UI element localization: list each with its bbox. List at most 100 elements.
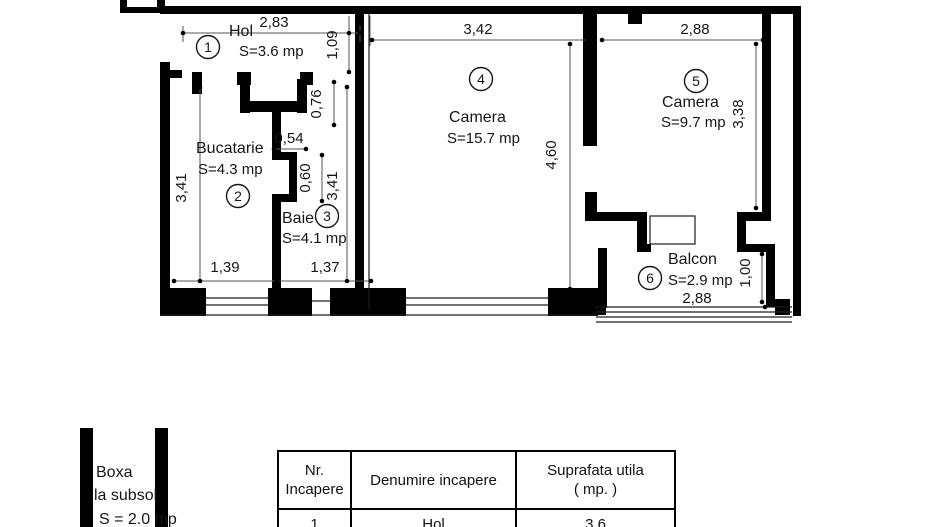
wall-segment xyxy=(737,244,775,252)
table-header-denumire: Denumire incapere xyxy=(352,452,517,508)
wall-shaft xyxy=(240,79,250,113)
table-header-nr: Nr. Incapere xyxy=(279,452,352,508)
row-nr: 1 xyxy=(310,516,319,527)
room-number: 5 xyxy=(692,73,700,89)
wall-segment xyxy=(170,70,182,78)
boxa-area: S = 2.0 mp xyxy=(99,511,177,527)
wall-top xyxy=(160,6,800,14)
wall-camera5-right xyxy=(762,6,771,214)
wall-divider xyxy=(272,152,297,160)
wall-pier xyxy=(548,288,598,316)
room-name-camera4: Camera xyxy=(449,109,506,126)
room-number-circle xyxy=(468,66,494,92)
table-header-suprafata: Suprafata utila ( mp. ) xyxy=(517,452,674,508)
wall-balcon-step xyxy=(637,244,651,252)
wall-left xyxy=(160,62,170,315)
table-row: 1 Hol 3.6 xyxy=(279,508,674,527)
room-labels: 1 Hol S=3.6 mp Bucatarie S=4.3 mp 2 Baie… xyxy=(195,23,733,291)
wall-camera5-bottom xyxy=(737,212,771,221)
wall-divider xyxy=(272,112,281,158)
row-name: Hol xyxy=(422,516,445,527)
room-table: Nr. Incapere Denumire incapere Suprafata… xyxy=(277,450,676,527)
room-number-circle xyxy=(195,34,221,60)
table-cell-name: Hol xyxy=(352,510,517,527)
table-header-row: Nr. Incapere Denumire incapere Suprafata… xyxy=(279,452,674,508)
wall-segment xyxy=(628,14,642,24)
boxa-wall-right xyxy=(155,428,168,527)
room-number: 6 xyxy=(646,270,654,286)
room-number: 1 xyxy=(204,39,212,55)
boxa-line2: la subsol xyxy=(94,487,157,504)
boxa-labels: Boxa la subsol S = 2.0 mp xyxy=(94,464,177,527)
dimension-dots xyxy=(171,30,768,310)
table-cell-nr: 1 xyxy=(279,510,352,527)
header-nr-line2: Incapere xyxy=(285,481,344,498)
room-area-camera5: S=9.7 mp xyxy=(661,114,726,131)
room-area-bucatarie: S=4.3 mp xyxy=(198,161,263,178)
wall-balcon-step xyxy=(637,212,647,252)
dim-camera5-width: 2,88 xyxy=(680,21,709,38)
room-number-circle xyxy=(225,183,251,209)
wall-segment xyxy=(737,221,746,248)
wall-segment xyxy=(585,192,597,216)
header-denumire: Denumire incapere xyxy=(370,471,497,489)
room-name-hol: Hol xyxy=(229,23,253,40)
room-area-balcon: S=2.9 mp xyxy=(668,272,733,289)
dimension-labels: 2,83 1,09 3,42 2,88 4,60 3,38 0,76 0,54 … xyxy=(173,14,754,307)
header-nr-line1: Nr. xyxy=(304,462,325,479)
dim-balcon-depth: 1,00 xyxy=(737,258,754,287)
thin-lines xyxy=(160,14,792,323)
wall-divider xyxy=(272,194,297,202)
wall-divider xyxy=(272,196,281,310)
dim-niche-depth: 0,60 xyxy=(297,163,314,192)
balcony-door xyxy=(649,215,696,245)
wall-balcon-right xyxy=(766,250,775,307)
wall-shaft xyxy=(240,101,307,112)
wall-segment xyxy=(120,0,127,13)
room-area-hol: S=3.6 mp xyxy=(239,43,304,60)
room-number-circle xyxy=(683,68,709,94)
dimension-lines xyxy=(172,16,765,304)
dim-left-depth: 3,41 xyxy=(173,173,190,202)
wall-camera4-camera5 xyxy=(583,6,597,146)
wall-pier xyxy=(268,288,312,316)
wall-right xyxy=(793,6,801,316)
room-number: 3 xyxy=(323,208,331,224)
room-number-circle xyxy=(637,265,663,291)
wall-balcon-left xyxy=(598,248,607,308)
dim-baie-width: 1,37 xyxy=(310,259,339,276)
wall-segment xyxy=(120,7,162,13)
dim-hol-width: 2,83 xyxy=(259,14,288,31)
dim-baie-depth: 3,41 xyxy=(324,171,341,200)
wall-baie-camera xyxy=(355,14,364,310)
boxa-wall-left xyxy=(80,428,93,527)
room-name-balcon: Balcon xyxy=(668,251,717,268)
boxa-line1: Boxa xyxy=(96,464,133,481)
wall-segment xyxy=(192,72,202,94)
dim-hol-depth: 1,09 xyxy=(324,30,341,59)
room-area-camera4: S=15.7 mp xyxy=(447,130,520,147)
dim-bucatarie-width: 1,39 xyxy=(210,259,239,276)
header-suprafata-line1: Suprafata utila xyxy=(547,462,644,479)
walls xyxy=(80,0,801,527)
room-number-circle xyxy=(314,203,340,229)
wall-pier xyxy=(330,288,406,316)
row-area: 3.6 xyxy=(585,516,606,527)
dim-shaft-depth: 0,76 xyxy=(308,89,325,118)
room-number: 2 xyxy=(234,188,242,204)
dim-shaft-width: 0,54 xyxy=(274,130,303,147)
wall-shaft xyxy=(297,79,307,113)
wall-divider xyxy=(289,152,297,200)
dim-balcon-width: 2,88 xyxy=(682,290,711,307)
room-name-camera5: Camera xyxy=(662,94,719,111)
wall-pier xyxy=(160,288,206,316)
room-name-baie: Baie xyxy=(282,210,314,227)
wall-balcon-step xyxy=(585,212,645,221)
room-name-bucatarie: Bucatarie xyxy=(196,140,264,157)
dim-camera5-depth: 3,38 xyxy=(730,99,747,128)
dim-camera4-depth: 4,60 xyxy=(543,140,560,169)
dim-camera4-width: 3,42 xyxy=(463,21,492,38)
header-suprafata-line2: ( mp. ) xyxy=(573,481,618,498)
